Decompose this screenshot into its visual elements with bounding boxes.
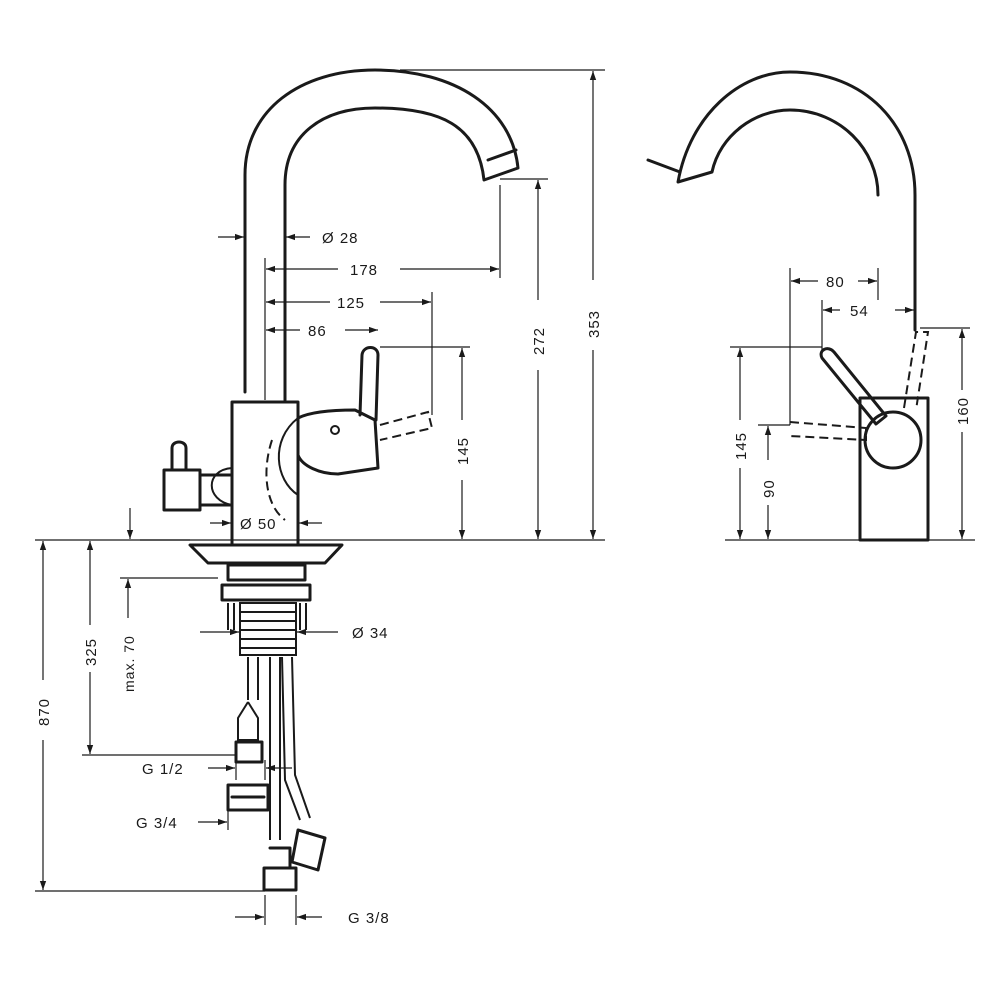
label-lever-offset-closed: 54 [850,303,869,320]
label-thread-g38: G 3/8 [348,910,390,927]
side-lever-down [789,421,867,442]
dimension-lines [35,69,975,925]
side-view [646,70,930,542]
label-shank-diameter: Ø 34 [352,625,389,642]
hose-fitting-right [290,828,327,872]
side-lever-open [903,331,930,411]
fitting-g38 [262,846,298,892]
adapter-g34 [226,783,270,812]
label-thread-g12: G 1/2 [142,761,184,778]
label-lever-offset-open: 80 [826,274,845,291]
base-plate [188,543,344,565]
lever-curve [277,417,299,496]
label-side-lever-height-closed: 90 [761,479,778,498]
label-lever-reach: 86 [308,323,327,340]
side-lever [819,347,888,426]
shank-thread [239,602,297,656]
label-spout-reach: 178 [350,262,378,279]
label-max-deck-thickness: max. 70 [121,635,137,692]
installation-parts [220,563,327,892]
lever-housing [296,408,380,476]
body-curve [210,467,233,506]
shutoff-valve-pin [170,440,188,472]
hose-fitting-g12 [234,740,264,764]
label-base-diameter: Ø 50 [240,516,277,533]
lever-open-position [379,410,434,441]
hose-left [237,657,259,741]
side-spout-tip [646,158,682,174]
label-side-body-height: 160 [955,397,972,425]
label-shank-length: 325 [83,638,100,666]
mounting-rod-left [227,603,307,630]
label-total-height: 353 [586,310,603,338]
label-lever-reach-extended: 125 [337,295,365,312]
label-lever-height: 145 [455,437,472,465]
hose-middle [269,657,281,840]
shutoff-valve [162,468,234,512]
hose-right [281,656,311,821]
front-view [162,68,520,565]
side-spout [676,70,917,332]
shank-nut [220,563,312,602]
lever-screw [330,425,340,435]
spout-tip [486,148,518,162]
label-spout-outlet-height: 272 [531,327,548,355]
label-thread-g34: G 3/4 [136,815,178,832]
lever-handle [358,346,380,422]
label-connection-length: 870 [36,698,53,726]
spout-outline [243,68,520,402]
dimension-labels: Ø 28 178 125 86 145 272 353 Ø 50 870 325… [36,230,972,927]
lever-curve-dashed [265,439,286,521]
label-body-diameter: Ø 28 [322,230,359,247]
label-side-lever-height-open: 145 [733,432,750,460]
